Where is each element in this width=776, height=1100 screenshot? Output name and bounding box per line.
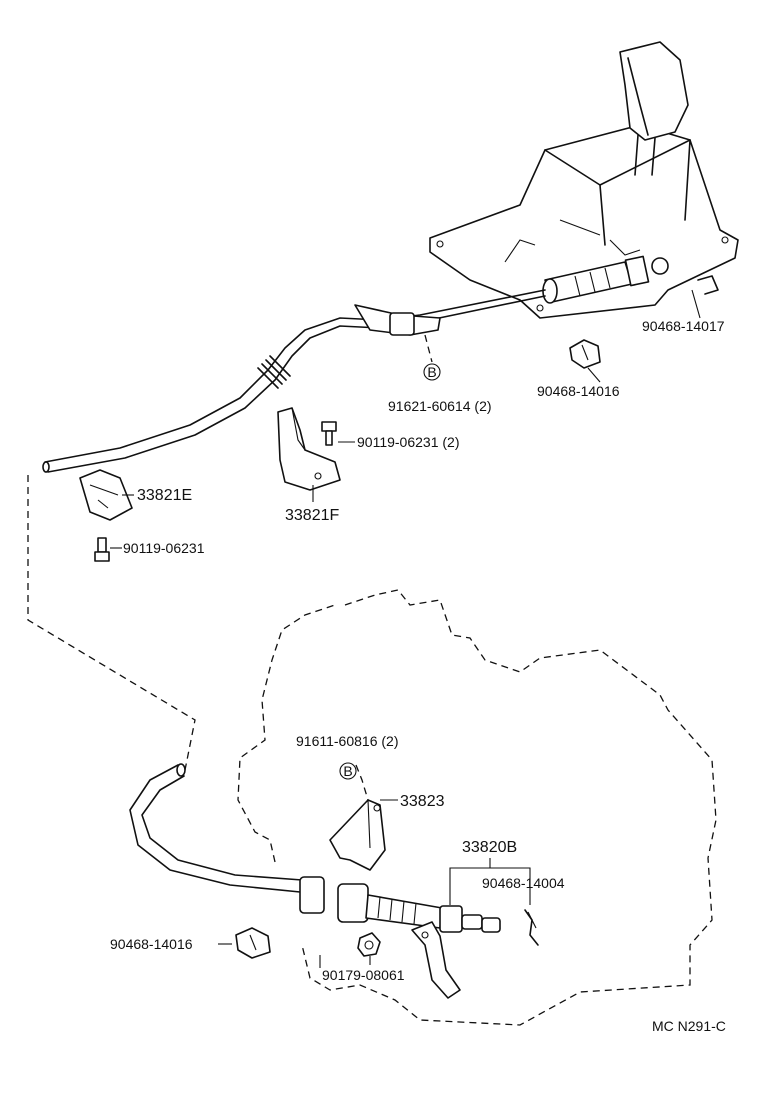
shift-cable-lower xyxy=(129,763,501,933)
clip-90468-14004 xyxy=(524,909,539,946)
leader-33820B xyxy=(449,858,531,905)
clamp-33821E xyxy=(79,469,134,521)
clip-90468-14017 xyxy=(691,275,719,319)
cable-clamp-upper xyxy=(354,304,441,336)
bracket-33823 xyxy=(329,764,398,871)
bracket-33821F xyxy=(277,407,341,502)
cable-bracket-lower xyxy=(411,921,461,999)
bolt-90119-06231 xyxy=(94,537,122,562)
label-90179-08061: 90179-08061 xyxy=(322,967,405,983)
bolt-marker-b-lower: B xyxy=(339,762,357,780)
svg-text:B: B xyxy=(343,763,352,779)
label-90119-06231-x2: 90119-06231 (2) xyxy=(357,434,459,450)
shift-knob xyxy=(619,41,689,176)
leader-91621 xyxy=(424,334,433,363)
label-90468-14004: 90468-14004 xyxy=(482,875,565,891)
label-90468-14017: 90468-14017 xyxy=(642,318,725,334)
nut-90179-08061 xyxy=(357,932,381,965)
label-33823: 33823 xyxy=(400,793,445,810)
label-90119-06231: 90119-06231 xyxy=(123,540,205,556)
label-91611-60816: 91611-60816 (2) xyxy=(296,733,398,749)
upper-cable-end xyxy=(542,255,669,304)
label-33821F: 33821F xyxy=(285,507,339,524)
label-33821E: 33821E xyxy=(137,487,192,504)
bolt-marker-b-upper: B xyxy=(423,363,441,381)
clip-90468-14016-bottom xyxy=(235,927,271,959)
figure-code: MC N291-C xyxy=(652,1018,726,1034)
clip-90468-14016-top xyxy=(569,339,601,383)
label-90468-14016-top: 90468-14016 xyxy=(537,383,620,399)
svg-text:B: B xyxy=(427,364,436,380)
label-91621-60614: 91621-60614 (2) xyxy=(388,398,492,414)
label-33820B: 33820B xyxy=(462,839,517,856)
bolt-90119-06231-x2 xyxy=(321,421,355,446)
cable-routing-dashed xyxy=(27,475,196,771)
label-90468-14016-bottom: 90468-14016 xyxy=(110,936,193,952)
transmission-outline xyxy=(237,589,717,1026)
